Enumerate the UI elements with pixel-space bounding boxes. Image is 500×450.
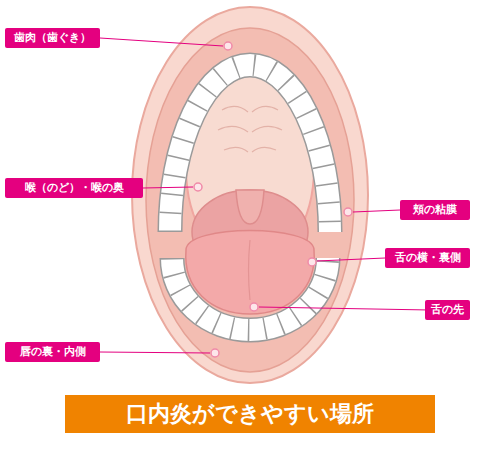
tongue-groove — [249, 240, 251, 300]
location-label: 喉（のど）・喉の奥 — [5, 178, 143, 198]
location-label: 唇の裏・内側 — [5, 342, 100, 362]
sore-spot — [224, 42, 232, 50]
title-text: 口内炎ができやすい場所 — [126, 402, 374, 426]
label-text: 唇の裏・内側 — [20, 345, 86, 358]
sore-spot — [308, 258, 316, 266]
upper-teeth-outline — [170, 65, 330, 232]
location-label: 歯肉（歯ぐき） — [5, 28, 100, 48]
location-label: 舌の横・裏側 — [385, 248, 470, 268]
lips — [132, 7, 368, 383]
leader-line — [353, 210, 400, 212]
leader-line — [100, 38, 223, 46]
sore-spot — [250, 303, 258, 311]
mouth-cavity — [146, 28, 354, 372]
location-label: 頬の粘膜 — [400, 200, 470, 220]
sore-spot — [194, 183, 202, 191]
palate-ridges — [218, 106, 282, 152]
leader-line — [100, 352, 210, 353]
leader-line — [259, 307, 430, 310]
sore-spot — [344, 208, 352, 216]
label-text: 頬の粘膜 — [413, 203, 457, 216]
label-text: 喉（のど）・喉の奥 — [25, 181, 124, 194]
label-text: 舌の横・裏側 — [395, 251, 461, 264]
sore-spots — [194, 42, 352, 357]
leader-line — [317, 258, 385, 261]
leader-line — [143, 187, 193, 188]
leader-lines — [100, 38, 430, 353]
upper-teeth — [170, 65, 330, 232]
label-text: 舌の先 — [431, 303, 464, 316]
label-text: 歯肉（歯ぐき） — [14, 31, 91, 44]
title-band: 口内炎ができやすい場所 — [65, 395, 435, 433]
sore-spot — [211, 349, 219, 357]
upper-teeth-gaps — [170, 65, 330, 232]
location-label: 舌の先 — [425, 300, 470, 320]
tongue — [186, 231, 314, 315]
uvula — [236, 190, 264, 224]
